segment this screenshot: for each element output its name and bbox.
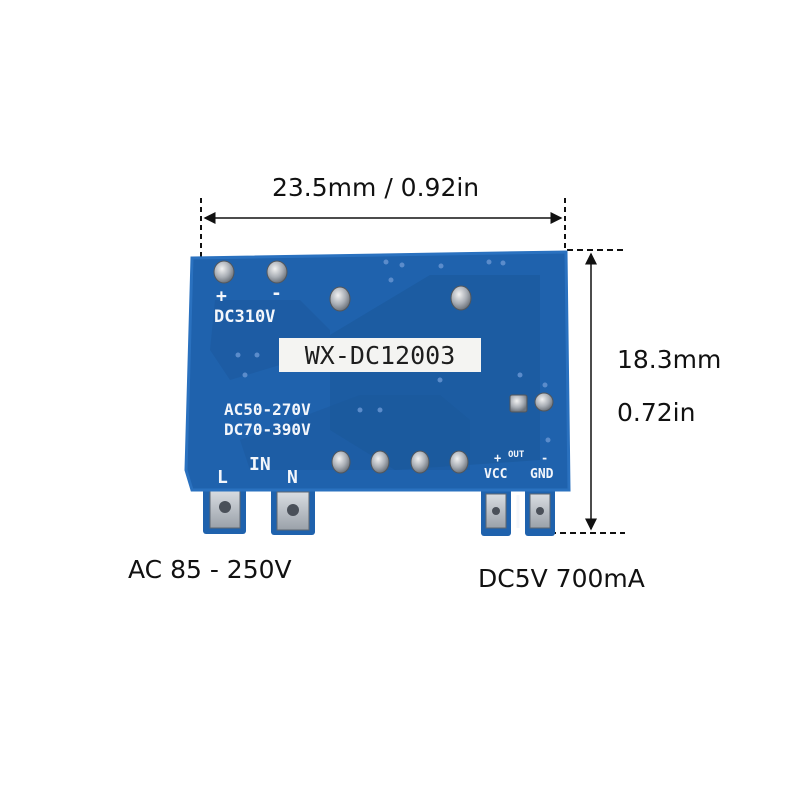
solder-pin-square (509, 394, 528, 413)
silk-out-plus: + (494, 451, 501, 465)
silk-dc-rating: DC310V (214, 307, 275, 327)
solder-pin (331, 450, 351, 474)
output-pin-gnd (525, 484, 555, 536)
input-voltage-label: AC 85 - 250V (128, 555, 292, 584)
silk-out-minus: - (541, 451, 548, 465)
solder-pin (450, 285, 472, 311)
silk-dc-range: DC70-390V (224, 420, 311, 439)
silk-vcc: VCC (484, 467, 507, 482)
solder-pin (266, 260, 288, 284)
solder-pin (370, 450, 390, 474)
silk-n: N (287, 467, 298, 488)
output-pin-vcc (481, 484, 511, 536)
solder-pin (534, 392, 554, 412)
solder-pin (449, 450, 469, 474)
height-dimension-in-label: 0.72in (617, 398, 696, 427)
silk-ac-range: AC50-270V (224, 400, 311, 419)
output-spec-label: DC5V 700mA (478, 564, 645, 593)
silk-in: IN (249, 454, 271, 475)
silk-minus: - (271, 283, 282, 304)
width-dimension-line (200, 198, 566, 258)
solder-pin (329, 286, 351, 312)
silk-l: L (217, 467, 228, 488)
silk-plus: + (216, 286, 227, 307)
silk-out: OUT (508, 450, 525, 460)
solder-pin (213, 260, 235, 284)
height-dimension-mm-label: 18.3mm (617, 345, 722, 374)
input-pin-n (271, 480, 315, 535)
input-pin-l (203, 478, 246, 534)
part-number-text: WX-DC12003 (305, 341, 456, 370)
part-number-plate (279, 338, 481, 372)
width-dimension-label: 23.5mm / 0.92in (272, 173, 480, 202)
silk-gnd: GND (530, 467, 554, 482)
solder-pin (410, 450, 430, 474)
